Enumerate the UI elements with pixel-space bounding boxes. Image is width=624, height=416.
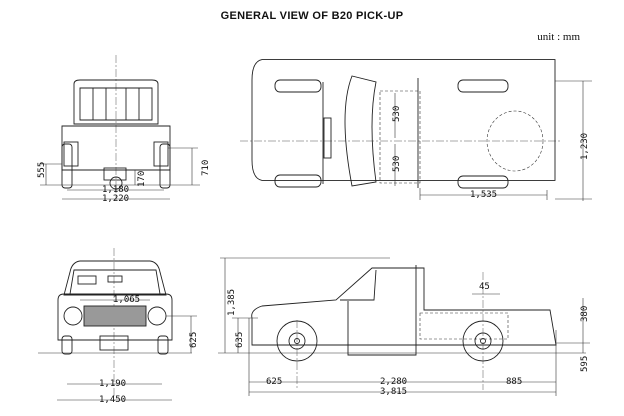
front-view: 1,065 625 1,190 1,450	[38, 248, 199, 405]
dim-side-635: 635	[235, 332, 245, 348]
dim-rear-width: 1,220	[102, 194, 129, 204]
dim-rear-clearance: 170	[137, 171, 147, 187]
dim-side-rear-overhang: 885	[506, 377, 522, 387]
dim-rear-555: 555	[37, 162, 47, 178]
dim-rear-track: 1,180	[102, 185, 129, 195]
dim-top-530-b: 530	[392, 156, 402, 172]
dim-front-inner: 1,065	[113, 295, 140, 305]
dim-rear-710: 710	[201, 160, 211, 176]
dim-side-595: 595	[580, 356, 590, 372]
dim-side-height: 1,385	[227, 289, 237, 316]
dim-top-bed-length: 1,535	[470, 190, 497, 200]
dim-side-45: 45	[479, 282, 490, 292]
dim-top-bed-width: 1,230	[580, 133, 590, 160]
dim-side-front-overhang: 625	[266, 377, 282, 387]
dim-side-380: 380	[580, 306, 590, 322]
dim-front-width: 1,450	[99, 395, 126, 405]
dim-front-625: 625	[189, 332, 199, 348]
dim-side-length: 3,815	[380, 387, 407, 397]
unit-label: unit : mm	[537, 31, 580, 43]
top-view: 530 530 1,230 1,535	[240, 59, 592, 201]
rear-view: 555 710 170 1,180 1,220	[37, 55, 211, 204]
side-view: 1,385 635 45 380 595 625 2,280 885 3,815	[218, 257, 590, 397]
dim-front-track: 1,190	[99, 379, 126, 389]
dim-top-530-a: 530	[392, 106, 402, 122]
dim-side-wheelbase: 2,280	[380, 377, 407, 387]
drawing-title: GENERAL VIEW OF B20 PICK-UP	[220, 10, 404, 22]
